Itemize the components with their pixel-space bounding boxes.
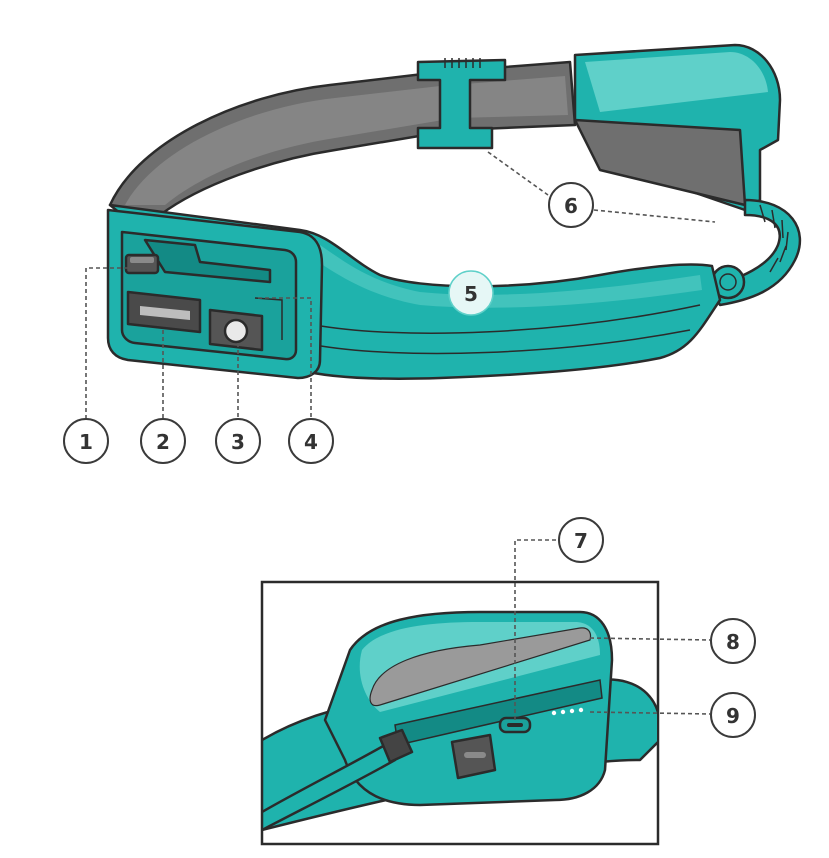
callout-5: 5	[449, 271, 493, 315]
callout-6: 6	[549, 183, 593, 227]
callout-4-label: 4	[304, 430, 318, 454]
usb-port-inner	[507, 723, 523, 727]
callout-9: 9	[711, 693, 755, 737]
callout-2-label: 2	[156, 430, 170, 454]
leader-6a	[488, 152, 548, 195]
callout-8-label: 8	[726, 630, 740, 654]
callout-1: 1	[64, 419, 108, 463]
callout-7: 7	[559, 518, 603, 562]
callout-6-label: 6	[564, 194, 578, 218]
callout-3: 3	[216, 419, 260, 463]
callout-9-label: 9	[726, 704, 740, 728]
power-button-top	[130, 257, 154, 263]
callout-1-label: 1	[79, 430, 93, 454]
spot-lens	[225, 320, 247, 342]
callout-8: 8	[711, 619, 755, 663]
callout-4: 4	[289, 419, 333, 463]
callout-5-label: 5	[464, 282, 478, 306]
headlamp-illustration	[108, 45, 800, 379]
battery-inset	[262, 540, 710, 844]
callout-2: 2	[141, 419, 185, 463]
port-cover-tab	[464, 752, 486, 758]
callout-3-label: 3	[231, 430, 245, 454]
callout-7-label: 7	[574, 529, 588, 553]
rear-strap-side	[575, 120, 745, 205]
leader-6b	[594, 210, 715, 222]
